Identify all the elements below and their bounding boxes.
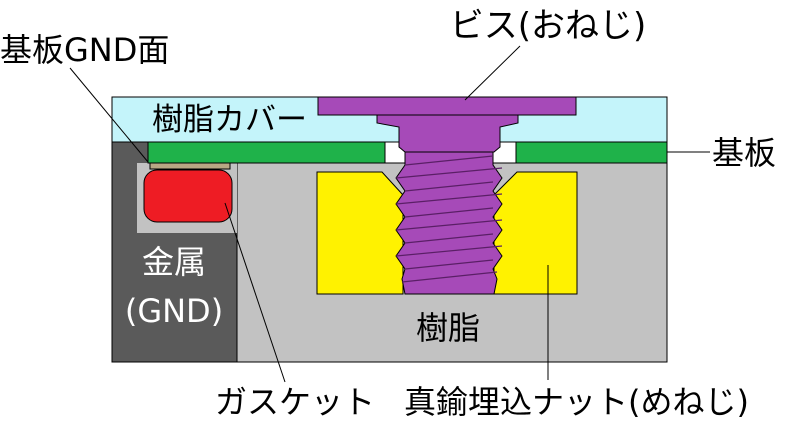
label-metal-gnd: (GND)	[125, 292, 223, 330]
screw-neck	[376, 114, 519, 153]
gasket	[143, 169, 233, 223]
label-gasket: ガスケット	[215, 383, 375, 421]
leader-screw	[464, 45, 521, 101]
label-resin: 樹脂	[416, 309, 480, 347]
thread-lines	[395, 155, 503, 283]
leader-board-gnd	[69, 67, 149, 163]
label-board: 基板	[712, 134, 776, 172]
leader-lines	[69, 45, 710, 383]
board-gnd-face	[149, 162, 231, 170]
board-left	[147, 141, 386, 164]
label-metal: 金属	[142, 243, 206, 281]
label-screw: ビス(おねじ)	[450, 6, 647, 46]
label-insert-nut: 真鍮埋込ナット(めねじ)	[404, 383, 749, 421]
label-board-gnd: 基板GND面	[0, 31, 169, 69]
screw-head	[317, 96, 577, 116]
board-right	[515, 141, 668, 164]
leader-gasket	[224, 202, 286, 383]
label-resin-cover: 樹脂カバー	[152, 102, 307, 138]
